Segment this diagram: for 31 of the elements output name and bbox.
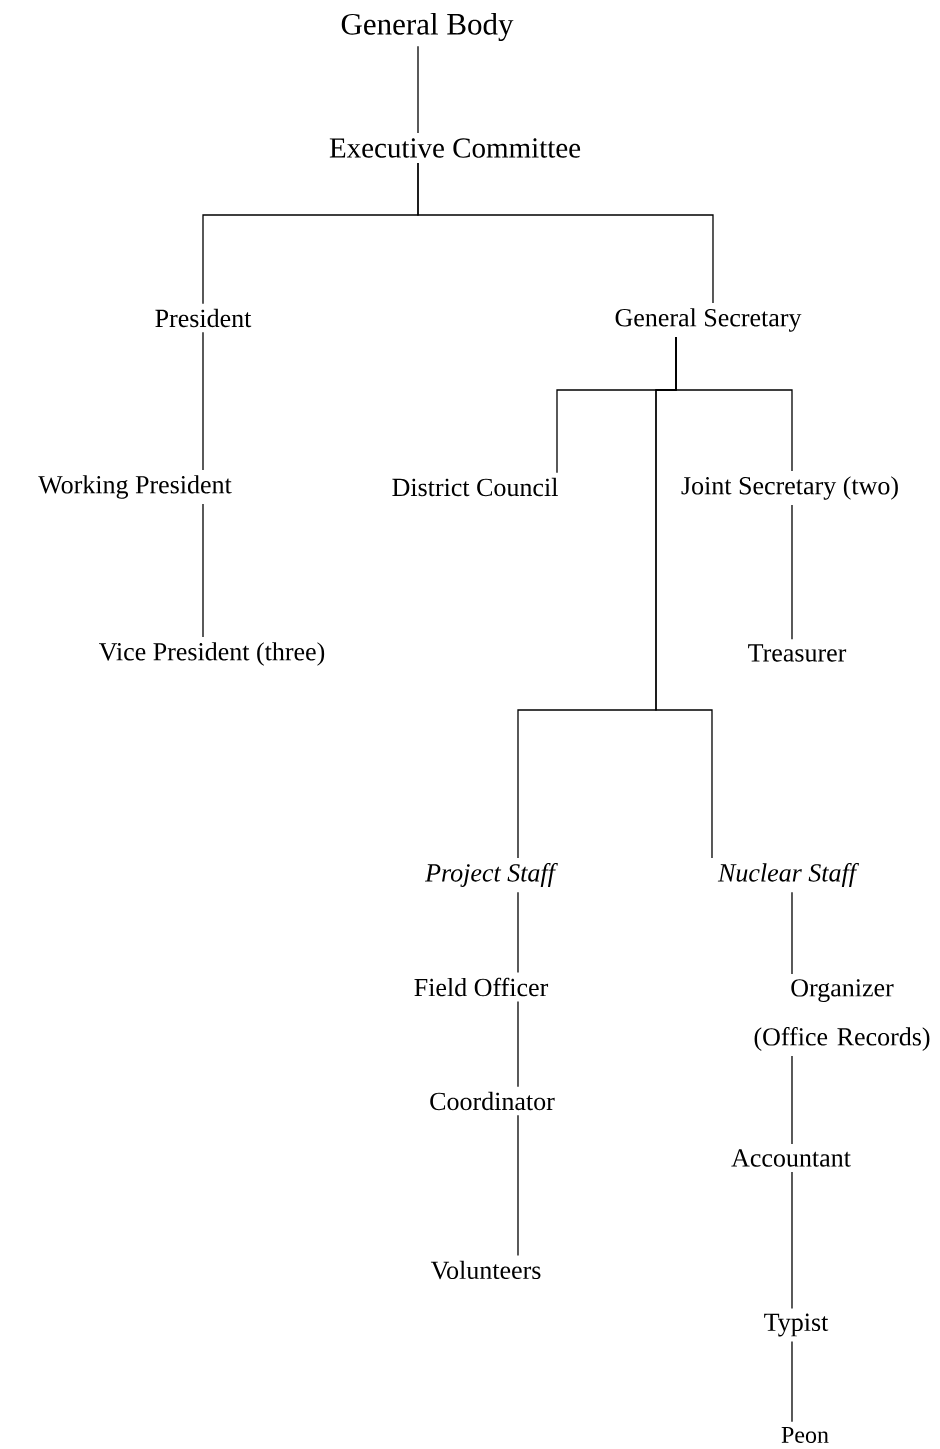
org-label: Typist — [764, 1313, 829, 1337]
connector-line — [791, 891, 793, 975]
connector-line — [791, 504, 793, 640]
org-label: Executive Committee — [329, 138, 581, 158]
org-label: Volunteers — [430, 1260, 541, 1280]
connector-line — [791, 1055, 793, 1145]
org-label: Project Staff — [425, 863, 558, 887]
org-label: Peon — [781, 1427, 829, 1443]
connector-line — [517, 1000, 519, 1088]
connector-line — [655, 336, 713, 859]
connector-line — [517, 891, 519, 974]
connector-line — [517, 1114, 519, 1257]
org-label: District Council — [392, 477, 558, 497]
org-label: Field Officer — [414, 977, 549, 997]
org-label: General Body — [341, 12, 514, 42]
org-label: President — [155, 308, 252, 328]
org-label: Working President — [38, 475, 232, 499]
connector-line — [417, 45, 419, 134]
connector-line — [202, 503, 204, 638]
org-label: Vice President (three) — [99, 642, 325, 666]
org-label: Accountant — [731, 1149, 851, 1167]
org-label: Organizer (Office Records) — [754, 979, 930, 1051]
org-label: Coordinator — [430, 1091, 555, 1111]
org-label: General Secretary — [615, 308, 802, 332]
connector-line — [791, 1340, 793, 1423]
org-label: Nuclear Staff — [717, 863, 859, 887]
connector-line — [791, 1171, 793, 1310]
org-label: Joint Secretary (two) — [681, 476, 898, 500]
connector-line — [417, 162, 714, 304]
connector-line — [202, 331, 204, 471]
org-label: Treasurer — [748, 644, 847, 662]
